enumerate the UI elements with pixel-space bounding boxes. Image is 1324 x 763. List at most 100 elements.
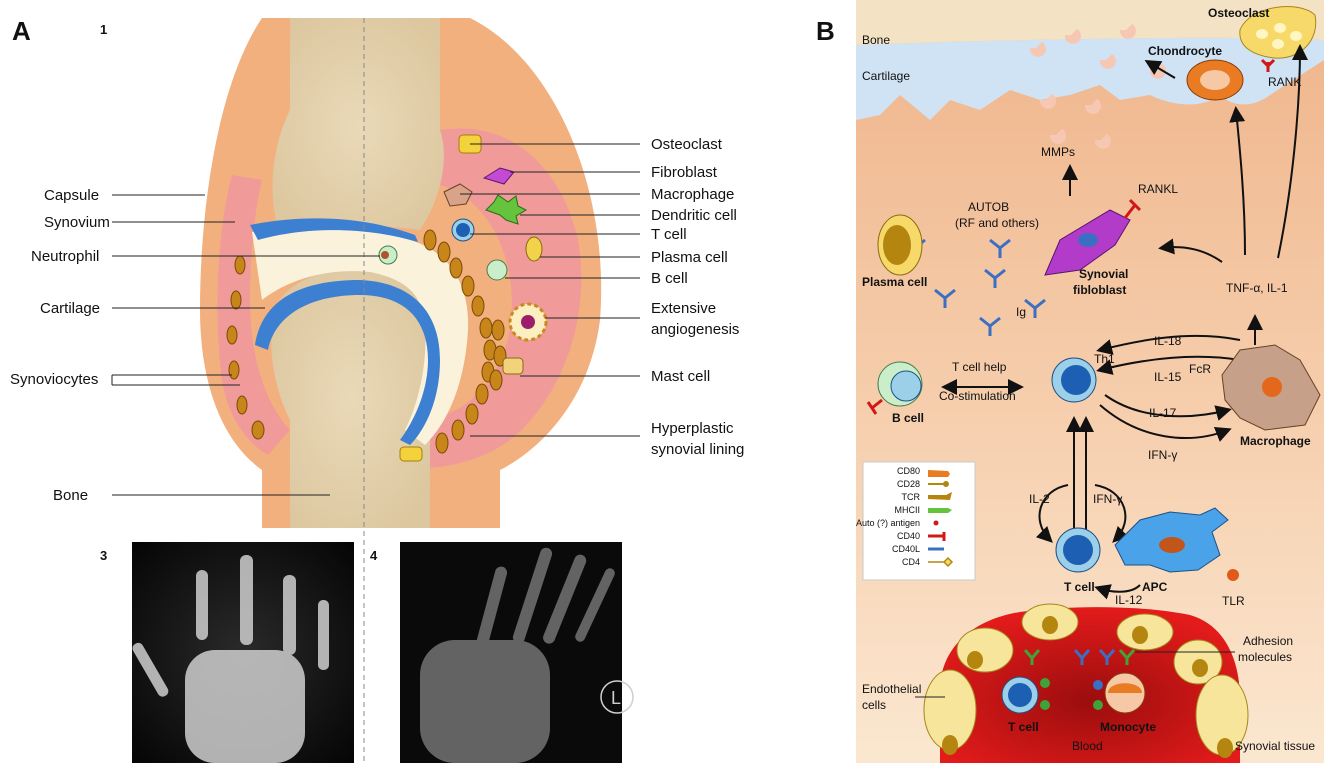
label-synoviocytes: Synoviocytes: [10, 371, 98, 388]
legend-cd28-icon-dot: [943, 481, 949, 487]
legend-tcr: TCR: [902, 492, 921, 502]
macrophage-b-nucleus: [1262, 377, 1282, 397]
label-apc: APC: [1142, 580, 1168, 594]
osteoclast-lower: [400, 447, 422, 461]
label-il2: IL-2: [1029, 492, 1050, 506]
label-t-cell-blood: T cell: [1008, 720, 1039, 734]
label-osteoclast: Osteoclast: [651, 136, 723, 153]
panel-a-letter: A: [12, 16, 31, 46]
label-il12: IL-12: [1115, 593, 1143, 607]
sub-number-4: 4: [370, 548, 378, 563]
label-ifng-2: IFN-γ: [1093, 492, 1122, 506]
label-angiogenesis: angiogenesis: [651, 321, 739, 338]
legend-cd80: CD80: [897, 466, 920, 476]
monocyte-receptor-2: [1093, 700, 1103, 710]
label-cartilage-b: Cartilage: [862, 69, 910, 83]
label-fibroblast: Fibroblast: [651, 164, 718, 181]
label-t-help: T cell help: [952, 360, 1007, 374]
label-autob: AUTOB: [968, 200, 1009, 214]
t-cell-blood-nucleus: [1008, 683, 1032, 707]
label-tlr: TLR: [1222, 594, 1245, 608]
label-t-cell: T cell: [651, 226, 687, 243]
legend-cd40l: CD40L: [892, 544, 920, 554]
label-fcr: FcR: [1189, 362, 1211, 376]
label-monocyte: Monocyte: [1100, 720, 1156, 734]
label-macrophage: Macrophage: [651, 186, 734, 203]
angiogenesis-core: [521, 315, 535, 329]
label-molecules: molecules: [1238, 650, 1292, 664]
t-cell-blood-receptor-2: [1040, 700, 1050, 710]
label-extensive: Extensive: [651, 300, 716, 317]
neutrophil-nucleus: [381, 251, 389, 259]
panel-b-letter: B: [816, 16, 835, 46]
label-osteoclast-b: Osteoclast: [1208, 6, 1269, 20]
label-costim: Co-stimulation: [939, 389, 1016, 403]
label-endothelial: Endothelial: [862, 682, 921, 696]
legend-antigen-icon: [934, 521, 939, 526]
label-synovial-lining: synovial lining: [651, 441, 744, 458]
plasma-cell: [526, 237, 542, 261]
label-blood: Blood: [1072, 739, 1103, 753]
label-rank: RANK: [1268, 75, 1301, 89]
b-cell: [487, 260, 507, 280]
tlr-receptor: [1227, 569, 1239, 581]
label-capsule: Capsule: [44, 187, 99, 204]
label-synovial: Synovial: [1079, 267, 1128, 281]
label-ifng-1: IFN-γ: [1148, 448, 1177, 462]
label-mmps: MMPs: [1041, 145, 1075, 159]
label-bone: Bone: [53, 487, 88, 504]
xray-ra-hand: L: [400, 542, 633, 763]
label-b-cell-b: B cell: [892, 411, 924, 425]
label-hyperplastic: Hyperplastic: [651, 420, 734, 437]
label-b-cell: B cell: [651, 270, 688, 287]
plasma-cell-b-nucleus: [883, 225, 911, 265]
label-plasma-cell: Plasma cell: [651, 249, 728, 266]
label-fibloblast: fibloblast: [1073, 283, 1126, 297]
legend: CD80 CD28 TCR MHCII Auto (?) antigen CD4…: [856, 462, 975, 580]
upper-bone: [273, 18, 444, 235]
xray-marker-letter: L: [611, 688, 621, 708]
label-synovial-tissue: Synovial tissue: [1235, 739, 1315, 753]
monocyte-receptor: [1093, 680, 1103, 690]
legend-cd4: CD4: [902, 557, 920, 567]
label-t-cell-b: T cell: [1064, 580, 1095, 594]
legend-cd28: CD28: [897, 479, 920, 489]
label-il15: IL-15: [1154, 370, 1182, 384]
label-adhesion: Adhesion: [1243, 634, 1293, 648]
label-th1: Th1: [1094, 352, 1115, 366]
sub-number-3: 3: [100, 548, 107, 563]
label-plasma-cell-b: Plasma cell: [862, 275, 927, 289]
label-endothelial-cells: cells: [862, 698, 886, 712]
panel-b: B Bone Cartilage Osteoclast RANK: [816, 0, 1324, 763]
label-il18: IL-18: [1154, 334, 1182, 348]
synovial-fibroblast-nucleus: [1078, 233, 1098, 247]
sub-number-1: 1: [100, 22, 107, 37]
chondrocyte-nucleus: [1200, 70, 1230, 90]
t-cell-blood-receptor: [1040, 678, 1050, 688]
legend-auto-antigen: Auto (?) antigen: [856, 518, 920, 528]
label-ig: Ig: [1016, 305, 1026, 319]
label-il17: IL-17: [1149, 406, 1177, 420]
legend-cd40: CD40: [897, 531, 920, 541]
label-cartilage: Cartilage: [40, 300, 100, 317]
label-rankl: RANKL: [1138, 182, 1178, 196]
panel-a: A 1 2 3 4: [10, 16, 744, 763]
label-chondrocyte: Chondrocyte: [1148, 44, 1222, 58]
mast-cell: [503, 358, 523, 374]
label-neutrophil: Neutrophil: [31, 248, 99, 265]
xray-normal-hand: [131, 542, 354, 763]
th1-nucleus: [1061, 365, 1091, 395]
b-cell-b-nucleus: [891, 371, 921, 401]
label-mast-cell: Mast cell: [651, 368, 710, 385]
label-tnf: TNF-α, IL-1: [1226, 281, 1288, 295]
legend-mhcii-icon: [928, 508, 952, 513]
legend-cd80-icon: [928, 470, 950, 477]
apc-nucleus: [1159, 537, 1185, 553]
label-dendritic-cell: Dendritic cell: [651, 207, 737, 224]
t-cell-b-nucleus: [1063, 535, 1093, 565]
label-rf: (RF and others): [955, 216, 1039, 230]
t-cell-a-nucleus: [456, 223, 470, 237]
label-bone-b: Bone: [862, 33, 890, 47]
label-synovium: Synovium: [44, 214, 110, 231]
